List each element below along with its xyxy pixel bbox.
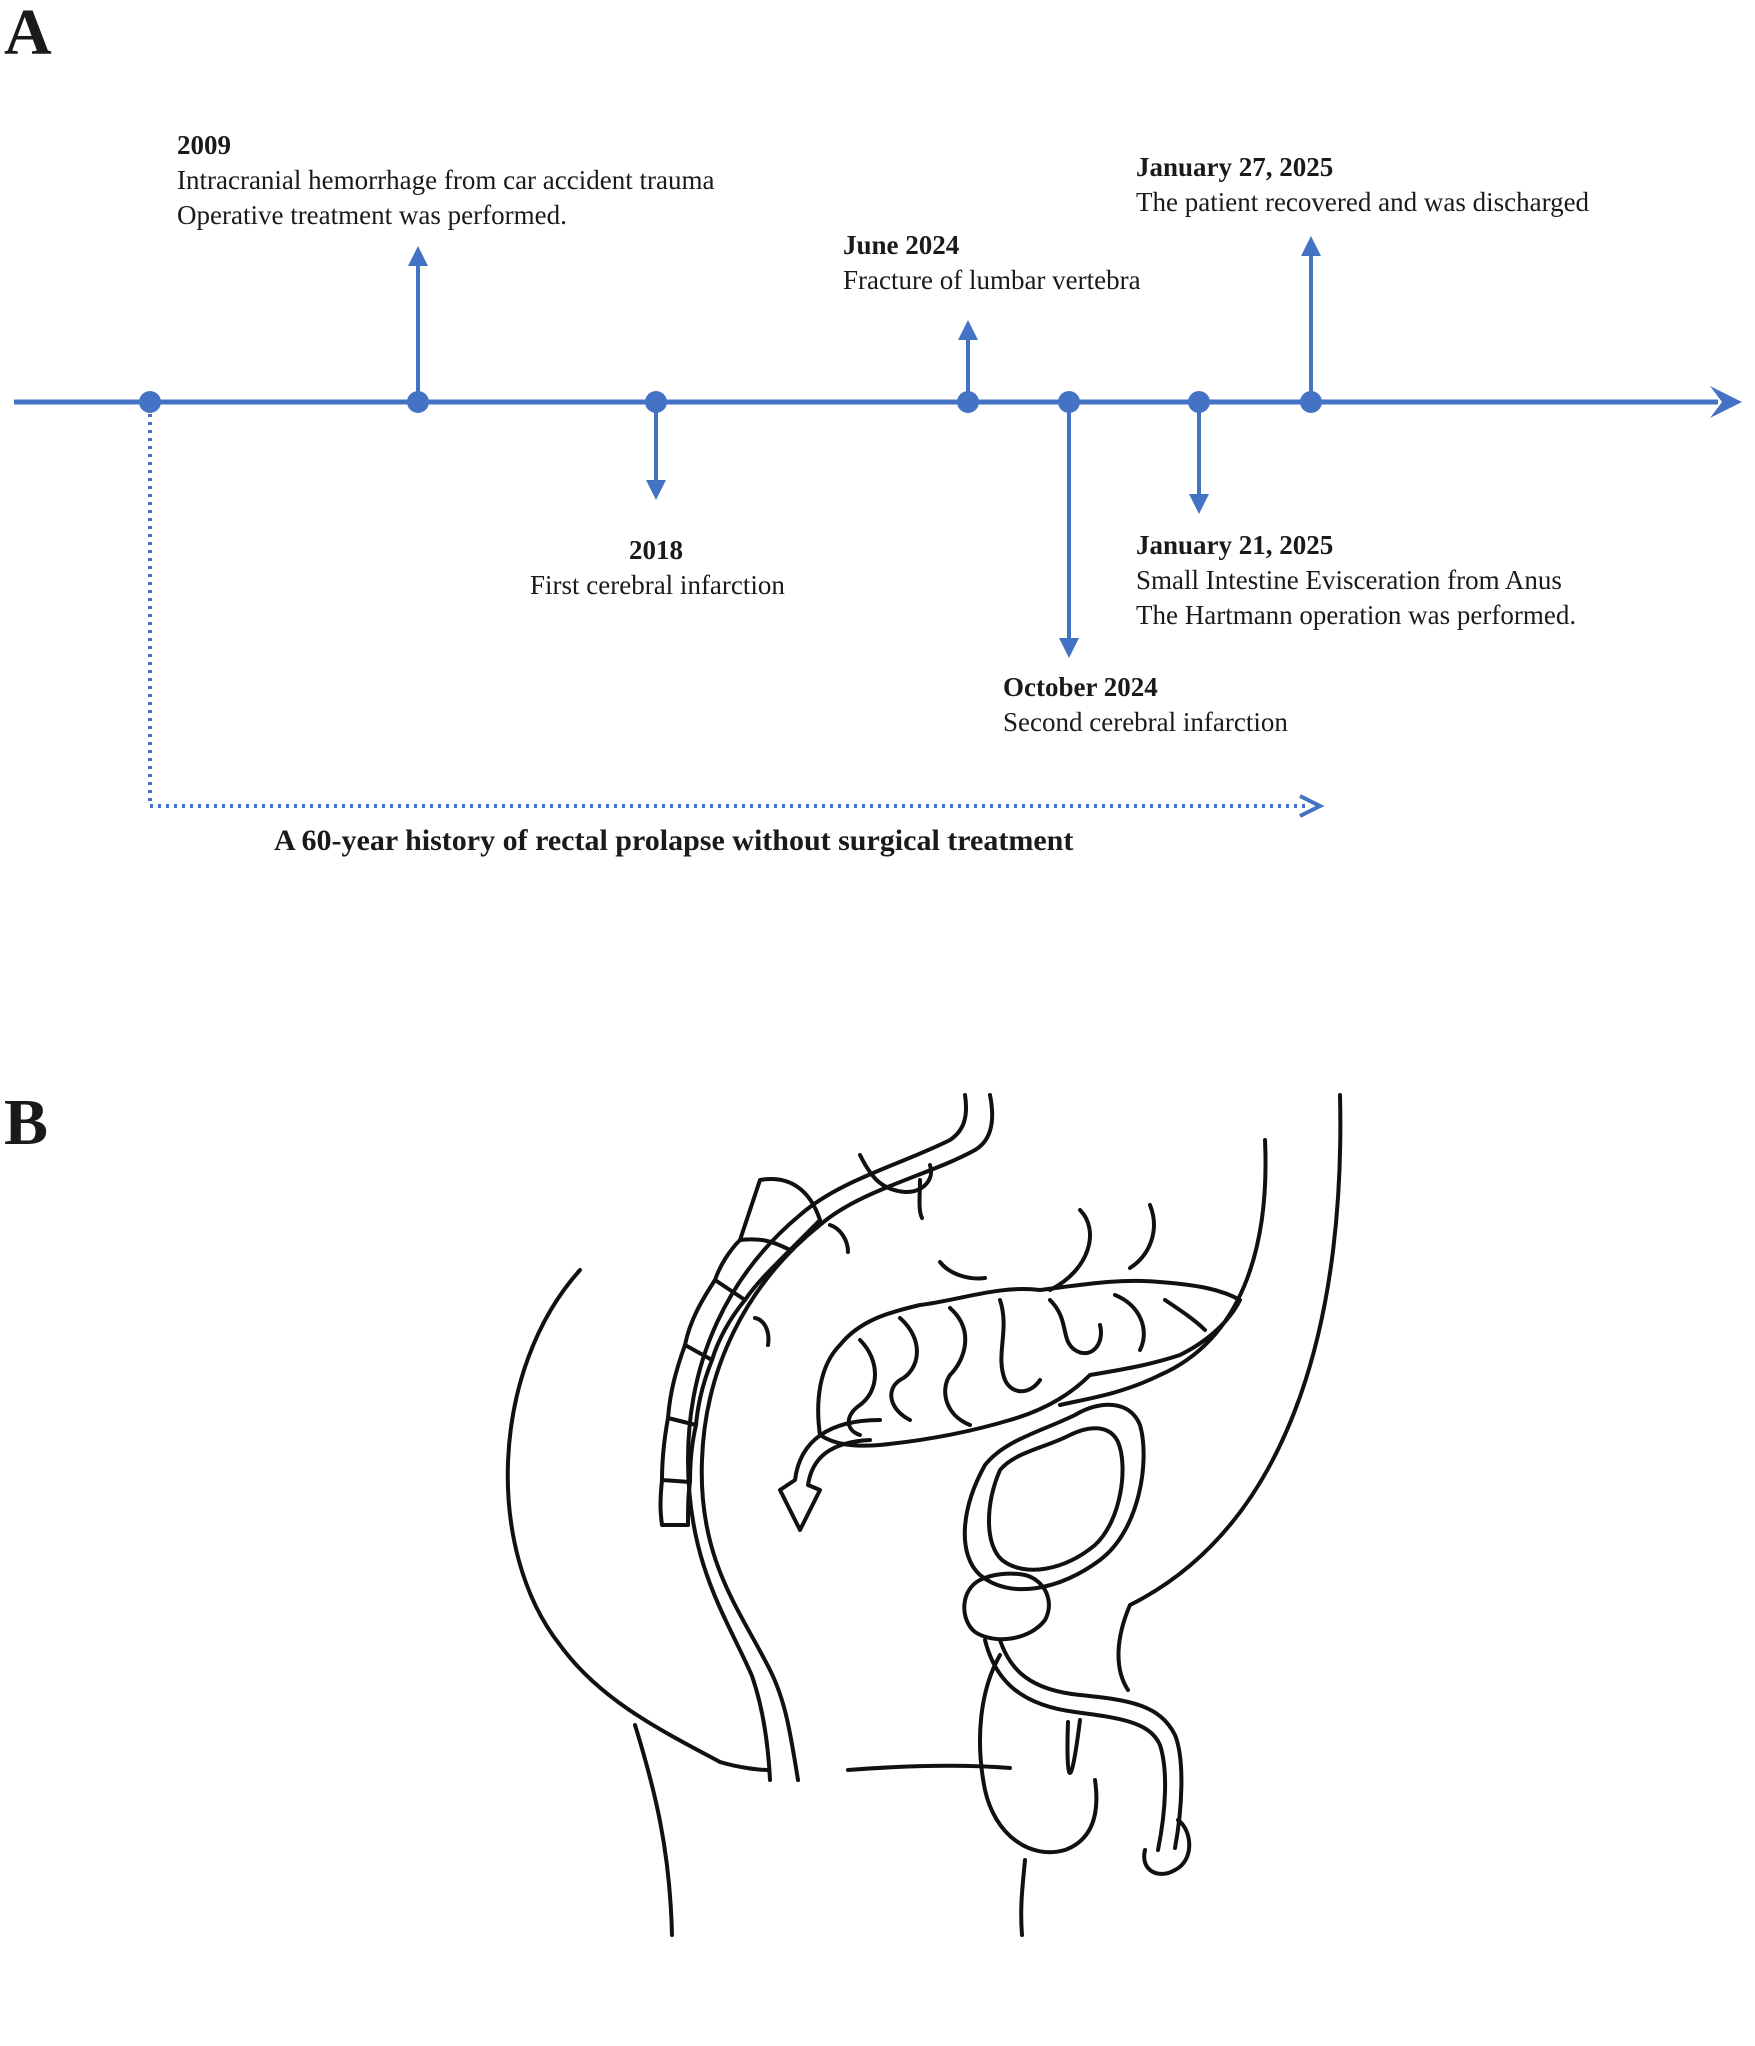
event-text: Operative treatment was performed. xyxy=(177,200,567,230)
colon-branch xyxy=(858,1153,934,1195)
event-date: January 21, 2025 xyxy=(1136,530,1334,560)
event-jan-21-2025: January 21, 2025 Small Intestine Eviscer… xyxy=(1136,528,1576,633)
sacrum-segment xyxy=(683,1278,747,1362)
bladder-outline xyxy=(962,1402,1146,1592)
rectum-inner-wall xyxy=(686,1093,969,1782)
buttock-outline xyxy=(505,1268,722,1764)
sacrum-outline xyxy=(738,1177,822,1252)
event-2018: 2018 First cerebral infarction xyxy=(530,533,785,603)
event-date: 2018 xyxy=(629,535,683,565)
event-2009: 2009 Intracranial hemorrhage from car ac… xyxy=(177,128,714,233)
sacrum-segment xyxy=(666,1343,714,1427)
event-june-2024: June 2024 Fracture of lumbar vertebra xyxy=(843,228,1141,298)
colon-haustra xyxy=(828,1223,850,1254)
panel-label-b: B xyxy=(4,1086,49,1159)
mesentery-line xyxy=(1048,1208,1092,1292)
small-intestine-loop xyxy=(1113,1293,1146,1352)
penis-outline xyxy=(1065,1718,1082,1775)
event-text: Intracranial hemorrhage from car acciden… xyxy=(177,165,715,195)
timeline-axis-arrowhead xyxy=(1710,386,1742,418)
event-date: January 27, 2025 xyxy=(1136,152,1334,182)
event-jan-27-2025: January 27, 2025 The patient recovered a… xyxy=(1136,150,1589,220)
small-intestine-loop xyxy=(1048,1298,1103,1356)
small-intestine-loops xyxy=(816,1278,1242,1448)
abdominal-wall-inner xyxy=(1058,1138,1268,1407)
small-intestine-loop xyxy=(889,1316,919,1422)
rectum-outer-wall xyxy=(699,1093,995,1782)
bladder-inner xyxy=(987,1426,1125,1572)
event-text: First cerebral infarction xyxy=(530,570,785,600)
small-intestine-loop xyxy=(998,1298,1042,1394)
leg-line xyxy=(1019,1858,1027,1937)
panel-label-a: A xyxy=(4,0,52,69)
event-october-2024: October 2024 Second cerebral infarction xyxy=(1003,670,1288,740)
colon-branch xyxy=(917,1178,924,1220)
mesentery-line xyxy=(1128,1203,1156,1270)
timeline-graphic xyxy=(14,236,1742,818)
small-intestine-loop xyxy=(943,1306,972,1427)
sacrum-segment xyxy=(713,1238,792,1302)
small-intestine-loop xyxy=(1163,1298,1207,1332)
event-text: Fracture of lumbar vertebra xyxy=(843,265,1141,295)
event-date: June 2024 xyxy=(843,230,960,260)
event-text: The patient recovered and was discharged xyxy=(1136,187,1590,217)
prostate-outline xyxy=(962,1571,1051,1642)
mesentery-line xyxy=(938,1260,987,1281)
abdominal-wall-front xyxy=(1116,1093,1343,1692)
perineum-line-2 xyxy=(846,1763,1012,1772)
scrotum-outline xyxy=(978,1653,1099,1855)
history-caption: A 60-year history of rectal prolapse wit… xyxy=(274,824,1074,857)
penis-tip xyxy=(1142,1818,1192,1876)
event-text: Second cerebral infarction xyxy=(1003,707,1288,737)
event-date: 2009 xyxy=(177,130,231,160)
timeline-dot-start xyxy=(139,391,161,413)
perineum-line xyxy=(718,1760,770,1772)
thigh-back-outline xyxy=(633,1723,674,1937)
event-text: Small Intestine Evisceration from Anus xyxy=(1136,565,1562,595)
event-date: October 2024 xyxy=(1003,672,1158,702)
small-intestine-loop xyxy=(846,1338,877,1437)
event-text: The Hartmann operation was performed. xyxy=(1136,600,1577,630)
sacrum-segment xyxy=(660,1416,698,1484)
history-bracket-arrowhead xyxy=(1299,794,1325,818)
urethra-inner xyxy=(983,1638,1168,1852)
sacrum-segment xyxy=(658,1478,692,1527)
urethra-outer xyxy=(998,1638,1184,1850)
colon-haustra xyxy=(753,1316,771,1347)
evisceration-path xyxy=(778,1418,882,1532)
